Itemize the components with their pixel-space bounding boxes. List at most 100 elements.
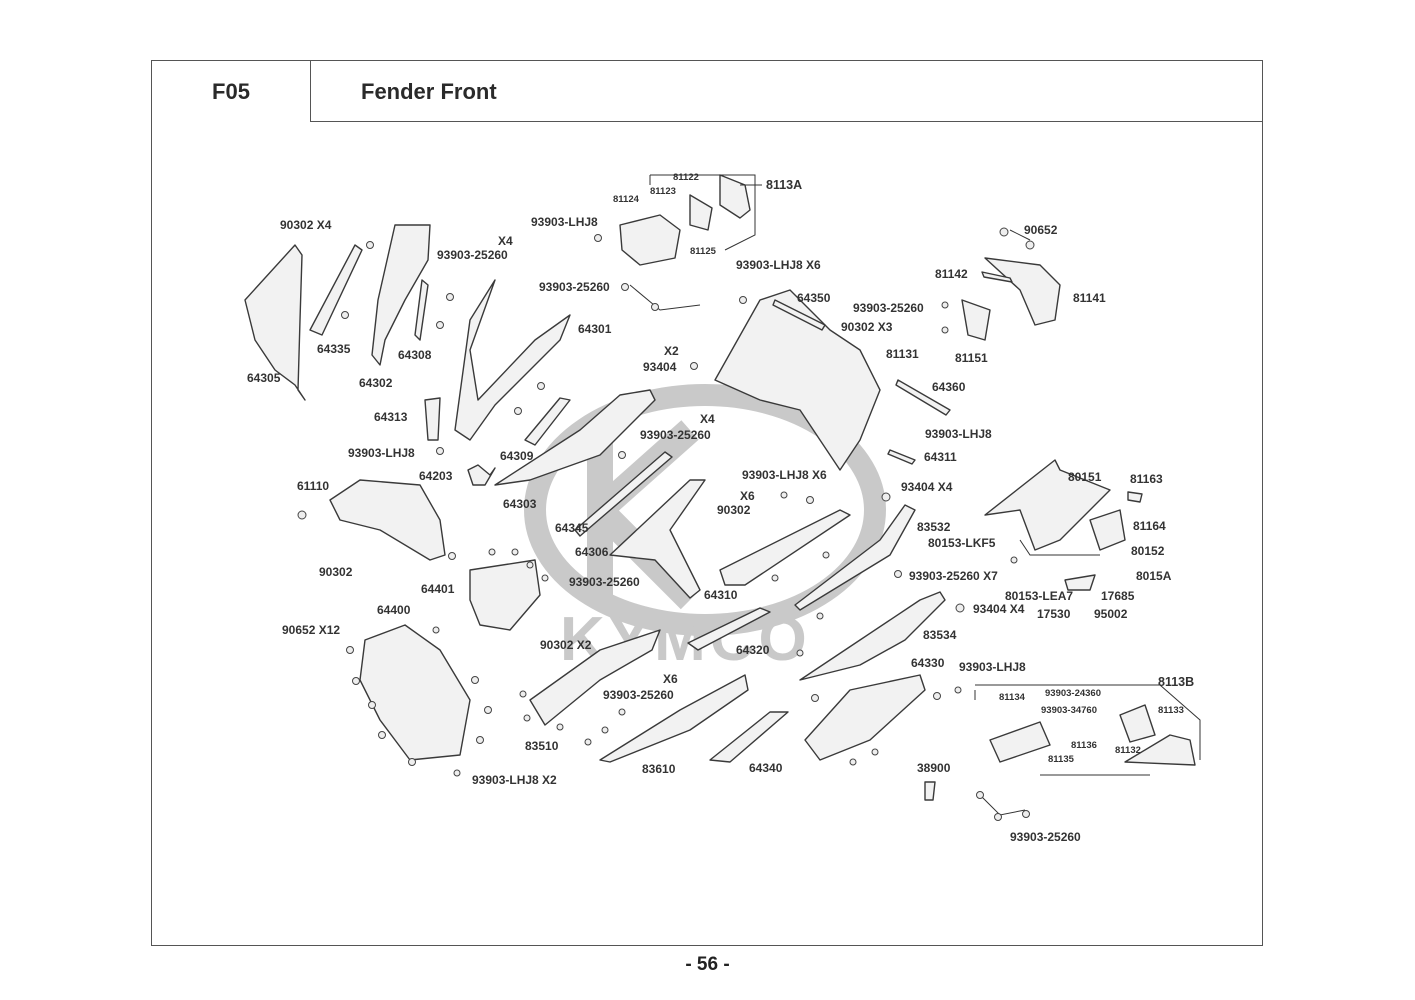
screw-icon[interactable] bbox=[618, 451, 626, 459]
part-64303[interactable] bbox=[494, 389, 656, 486]
screw-icon[interactable] bbox=[514, 407, 522, 415]
screw-icon[interactable] bbox=[484, 706, 492, 714]
screw-icon[interactable] bbox=[894, 570, 902, 578]
part-83510[interactable] bbox=[529, 629, 661, 726]
part-64308[interactable] bbox=[414, 279, 429, 341]
screw-icon[interactable] bbox=[954, 686, 962, 694]
part-81122[interactable] bbox=[719, 174, 751, 219]
screw-icon[interactable] bbox=[933, 692, 941, 700]
part-64313[interactable] bbox=[424, 397, 441, 441]
screw-icon[interactable] bbox=[621, 283, 629, 291]
screw-icon[interactable] bbox=[618, 708, 626, 716]
part-64309[interactable] bbox=[524, 397, 571, 446]
part-64301[interactable] bbox=[454, 279, 571, 441]
part-64340[interactable] bbox=[709, 711, 789, 763]
screw-icon[interactable] bbox=[941, 301, 949, 309]
part-64310[interactable] bbox=[719, 509, 851, 586]
screw-icon[interactable] bbox=[448, 552, 456, 560]
part-81141[interactable] bbox=[984, 257, 1061, 326]
screw-icon[interactable] bbox=[816, 612, 824, 620]
screw-icon[interactable] bbox=[453, 769, 461, 777]
screw-icon[interactable] bbox=[519, 690, 527, 698]
label-64203: 64203 bbox=[419, 469, 453, 483]
screw-icon[interactable] bbox=[822, 551, 830, 559]
screw-icon[interactable] bbox=[771, 574, 779, 582]
part-64401[interactable] bbox=[469, 559, 541, 631]
screw-icon[interactable] bbox=[511, 548, 519, 556]
part-8113A[interactable] bbox=[619, 214, 681, 266]
screw-icon[interactable] bbox=[941, 326, 949, 334]
part-64400[interactable] bbox=[359, 624, 471, 761]
part-83534[interactable] bbox=[799, 591, 946, 681]
screw-icon[interactable] bbox=[537, 382, 545, 390]
part-81123[interactable] bbox=[689, 194, 713, 231]
label-64309: 64309 bbox=[500, 449, 534, 463]
part-83610[interactable] bbox=[599, 674, 749, 763]
screw-icon[interactable] bbox=[651, 303, 659, 311]
screw-icon[interactable] bbox=[436, 447, 444, 455]
part-64330[interactable] bbox=[804, 674, 926, 761]
screw-icon[interactable] bbox=[408, 758, 416, 766]
part-80153-LEA7[interactable] bbox=[1064, 574, 1096, 591]
screw-icon[interactable] bbox=[811, 694, 819, 702]
label-81122: 81122 bbox=[673, 172, 699, 183]
screw-icon[interactable] bbox=[601, 726, 609, 734]
screw-icon[interactable] bbox=[366, 241, 374, 249]
part-81142[interactable] bbox=[981, 271, 1013, 283]
screw-icon[interactable] bbox=[584, 738, 592, 746]
screw-icon[interactable] bbox=[594, 234, 602, 242]
screw-icon[interactable] bbox=[368, 701, 376, 709]
screw-icon[interactable] bbox=[526, 561, 534, 569]
part-64345[interactable] bbox=[574, 451, 673, 537]
screw-icon[interactable] bbox=[341, 311, 349, 319]
screw-icon[interactable] bbox=[849, 758, 857, 766]
part-inner-cover[interactable] bbox=[714, 289, 881, 471]
screw-icon[interactable] bbox=[352, 677, 360, 685]
screw-icon[interactable] bbox=[476, 736, 484, 744]
part-64320[interactable] bbox=[687, 607, 771, 651]
screw-icon[interactable] bbox=[955, 603, 965, 613]
part-64350[interactable] bbox=[772, 299, 826, 331]
screw-icon[interactable] bbox=[556, 723, 564, 731]
screw-icon[interactable] bbox=[432, 626, 440, 634]
screw-icon[interactable] bbox=[690, 362, 698, 370]
screw-icon[interactable] bbox=[871, 748, 879, 756]
part-64335[interactable] bbox=[309, 244, 363, 336]
screw-icon[interactable] bbox=[1010, 556, 1018, 564]
part-81132[interactable] bbox=[1124, 734, 1196, 766]
screw-icon[interactable] bbox=[994, 813, 1002, 821]
screw-icon[interactable] bbox=[999, 227, 1009, 237]
part-64311[interactable] bbox=[887, 449, 916, 465]
part-61110[interactable] bbox=[329, 479, 446, 561]
screw-icon[interactable] bbox=[881, 492, 891, 502]
screw-icon[interactable] bbox=[780, 491, 788, 499]
part-80152[interactable] bbox=[1089, 509, 1126, 551]
screw-icon[interactable] bbox=[1022, 810, 1030, 818]
screw-icon[interactable] bbox=[523, 714, 531, 722]
part-81151[interactable] bbox=[961, 299, 991, 341]
screw-icon[interactable] bbox=[488, 548, 496, 556]
screw-icon[interactable] bbox=[1025, 240, 1035, 250]
screw-icon[interactable] bbox=[346, 646, 354, 654]
part-81135[interactable] bbox=[989, 721, 1051, 763]
part-38900[interactable] bbox=[924, 781, 936, 801]
screw-icon[interactable] bbox=[436, 321, 444, 329]
part-80151[interactable] bbox=[984, 459, 1111, 551]
part-64306[interactable] bbox=[609, 479, 706, 599]
screw-icon[interactable] bbox=[297, 510, 307, 520]
part-64302[interactable] bbox=[371, 224, 431, 366]
screw-icon[interactable] bbox=[471, 676, 479, 684]
screw-icon[interactable] bbox=[378, 731, 386, 739]
part-64305[interactable] bbox=[244, 244, 306, 401]
part-64360[interactable] bbox=[895, 379, 951, 416]
part-81163[interactable] bbox=[1127, 491, 1143, 503]
screw-icon[interactable] bbox=[739, 296, 747, 304]
part-64203[interactable] bbox=[467, 464, 496, 486]
part-81133[interactable] bbox=[1119, 704, 1156, 743]
screw-icon[interactable] bbox=[806, 496, 814, 504]
screw-icon[interactable] bbox=[976, 791, 984, 799]
screw-icon[interactable] bbox=[796, 649, 804, 657]
screw-icon[interactable] bbox=[446, 293, 454, 301]
part-83532[interactable] bbox=[794, 504, 916, 611]
screw-icon[interactable] bbox=[541, 574, 549, 582]
